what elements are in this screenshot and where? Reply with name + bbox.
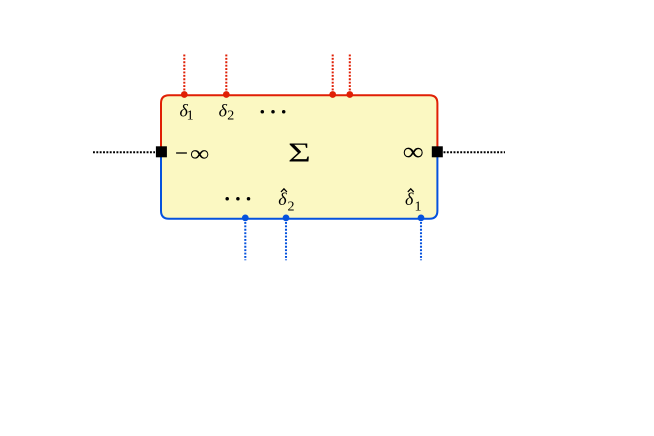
svg-text:∞: ∞	[190, 142, 209, 166]
svg-text:δ: δ	[278, 189, 287, 209]
svg-text:δ: δ	[405, 189, 414, 209]
svg-text:2: 2	[227, 109, 234, 124]
svg-text:2: 2	[288, 200, 295, 215]
svg-text:δ: δ	[219, 101, 228, 121]
svg-text:Σ: Σ	[288, 138, 311, 168]
svg-text:δ: δ	[180, 101, 189, 121]
svg-text:1: 1	[415, 199, 422, 214]
svg-text:1: 1	[187, 108, 194, 123]
svg-text:∞: ∞	[403, 138, 424, 167]
